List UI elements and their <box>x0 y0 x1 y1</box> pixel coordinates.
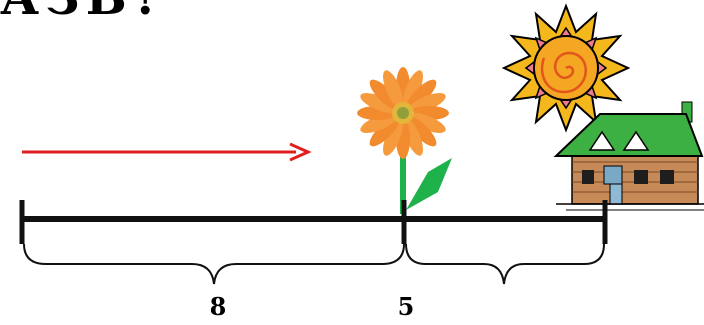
segment-right-label: 5 <box>397 292 415 321</box>
house-icon <box>553 101 704 211</box>
brace-right <box>405 243 605 285</box>
sun-icon <box>501 3 631 133</box>
flower-icon <box>357 67 452 214</box>
brace-left <box>23 243 405 285</box>
direction-arrow-icon <box>22 142 312 162</box>
segment-left-label: 8 <box>209 292 227 321</box>
page-title: АЗБ? <box>0 0 167 26</box>
number-line <box>19 200 608 244</box>
